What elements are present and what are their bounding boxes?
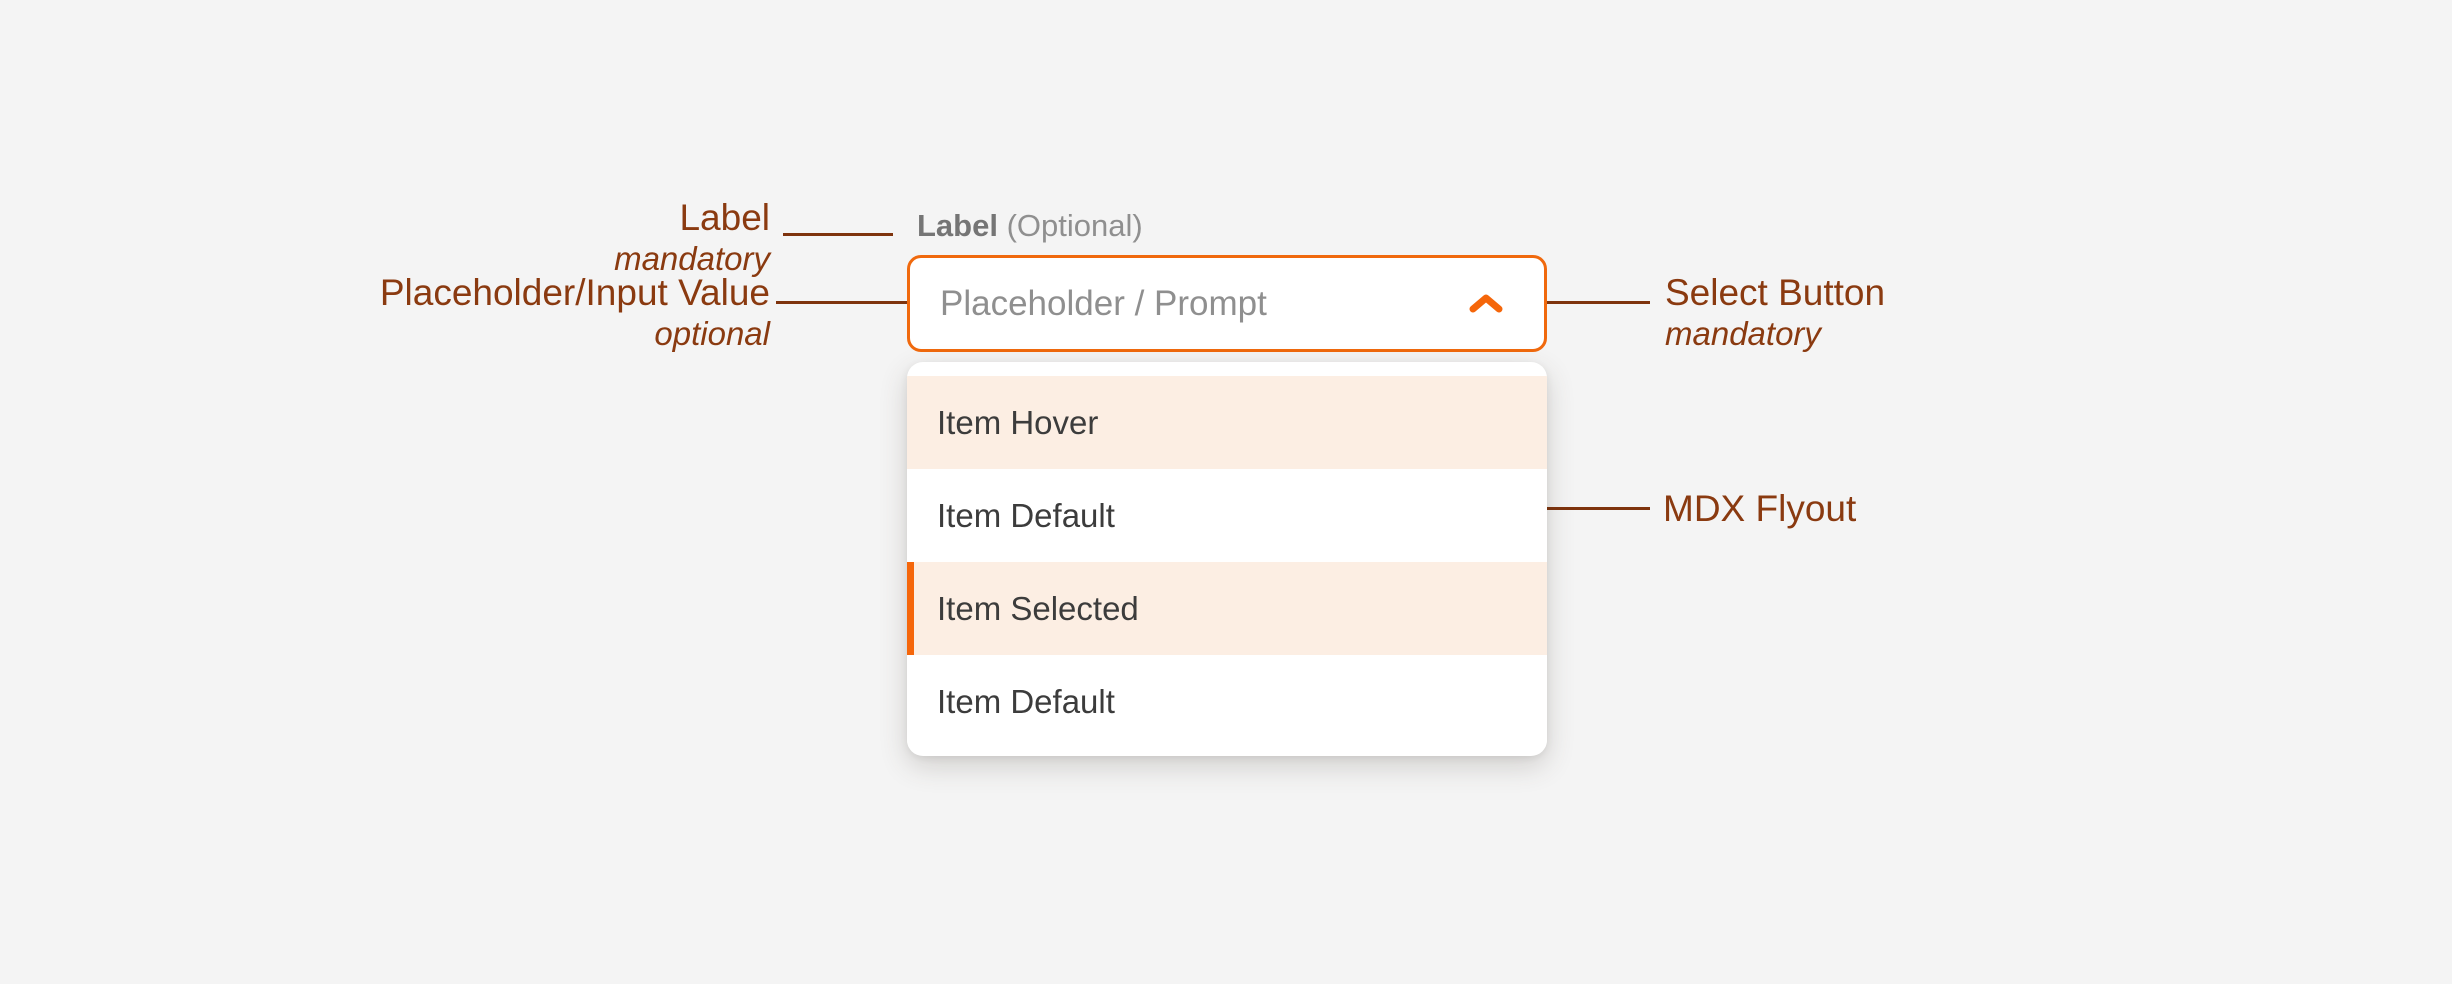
callout-flyout: MDX Flyout <box>1663 488 1856 530</box>
flyout-item[interactable]: Item Default <box>907 469 1547 562</box>
callout-line-select-button <box>1523 301 1650 304</box>
select-field-label-optional: (Optional) <box>1006 208 1143 243</box>
flyout-item[interactable]: Item Hover <box>907 376 1547 469</box>
select-button[interactable]: Placeholder / Prompt <box>907 255 1547 352</box>
callout-label-subtitle: mandatory <box>614 240 770 277</box>
callout-select-button-title: Select Button <box>1665 272 1886 313</box>
flyout-item[interactable]: Item Selected <box>907 562 1547 655</box>
callout-placeholder: Placeholder/Input Value optional <box>370 272 770 354</box>
flyout-item[interactable]: Item Default <box>907 655 1547 748</box>
select-flyout: Item Hover Item Default Item Selected It… <box>907 362 1547 756</box>
select-placeholder: Placeholder / Prompt <box>940 283 1267 323</box>
callout-select-button-subtitle: mandatory <box>1665 315 1821 352</box>
callout-placeholder-title: Placeholder/Input Value <box>379 272 770 313</box>
callout-line-label <box>783 233 893 236</box>
callout-line-flyout <box>1538 507 1650 510</box>
callout-flyout-title: MDX Flyout <box>1663 488 1857 529</box>
callout-label-title: Label <box>679 197 770 238</box>
select-field-label-text: Label <box>917 208 998 243</box>
chevron-up-icon <box>1468 292 1504 316</box>
callout-select-button: Select Button mandatory <box>1665 272 1885 354</box>
callout-placeholder-subtitle: optional <box>654 315 770 352</box>
callout-line-placeholder <box>776 301 923 304</box>
select-field-label: Label (Optional) <box>917 206 1143 246</box>
callout-label: Label mandatory <box>370 197 770 279</box>
